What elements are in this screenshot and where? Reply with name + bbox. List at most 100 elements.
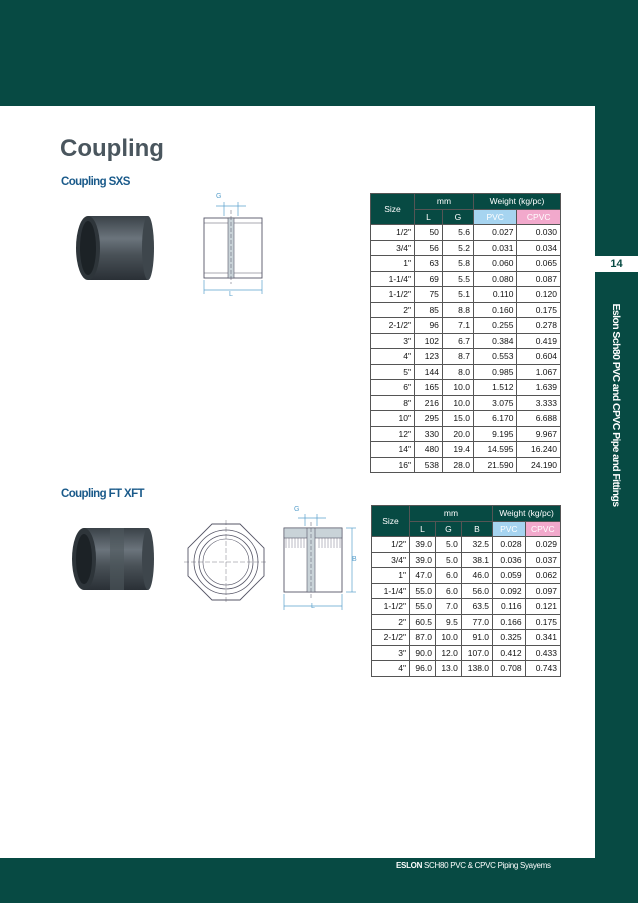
table-cell: 107.0 [460, 644, 494, 661]
table-cell: 1-1/2" [371, 598, 410, 615]
table-cell: 0.116 [492, 598, 526, 615]
table-cell: 0.278 [516, 317, 561, 334]
table-cell: 21.590 [472, 456, 518, 473]
header-band [0, 0, 638, 106]
coupling-sxs-table: Size mm Weight (kg/pc) L G PVC CPVC 1/2"… [370, 193, 562, 473]
footer-caption: SCH80 PVC & CPVC Piping Syayems [422, 861, 551, 870]
header-g: G [441, 208, 474, 225]
table-cell: 1-1/4" [371, 582, 410, 599]
section-subtitle-sxs: Coupling SXS [61, 176, 130, 188]
table-cell: 0.175 [524, 613, 562, 630]
table-cell: 0.553 [472, 348, 518, 365]
table-cell: 4" [371, 660, 410, 677]
header-b: B [460, 520, 494, 537]
header-weight: Weight (kg/pc) [492, 505, 561, 522]
table-cell: 538 [414, 456, 443, 473]
table-cell: 8.7 [441, 348, 474, 365]
table-cell: 0.433 [524, 644, 562, 661]
table-cell: 56.0 [460, 582, 494, 599]
table-cell: 2-1/2" [370, 317, 415, 334]
table-cell: 6.0 [434, 567, 462, 584]
table-cell: 2" [370, 301, 415, 318]
table-cell: 0.160 [472, 301, 518, 318]
table-cell: 480 [414, 441, 443, 458]
coupling-ftxft-drawing-icon [283, 514, 356, 610]
table-cell: 69 [414, 270, 443, 287]
table-cell: 7.1 [441, 317, 474, 334]
header-mm: mm [408, 505, 494, 522]
table-cell: 47.0 [409, 567, 436, 584]
table-cell: 63 [414, 255, 443, 272]
table-cell: 0.255 [472, 317, 518, 334]
table-cell: 5.6 [441, 224, 474, 241]
table-cell: 216 [414, 394, 443, 411]
table-cell: 14" [370, 441, 415, 458]
table-cell: 1" [371, 567, 410, 584]
footer-band [0, 858, 638, 903]
table-cell: 0.110 [472, 286, 518, 303]
table-cell: 12.0 [434, 644, 462, 661]
table-cell: 3" [370, 332, 415, 349]
table-cell: 14.595 [472, 441, 518, 458]
table-cell: 10.0 [441, 394, 474, 411]
table-cell: 123 [414, 348, 443, 365]
dim-label-l-ftxft: L [311, 603, 315, 610]
table-cell: 0.092 [492, 582, 526, 599]
table-cell: 0.175 [516, 301, 561, 318]
table-cell: 6" [370, 379, 415, 396]
table-cell: 50 [414, 224, 443, 241]
table-cell: 2-1/2" [371, 629, 410, 646]
table-cell: 0.384 [472, 332, 518, 349]
table-cell: 0.037 [524, 551, 562, 568]
table-cell: 28.0 [441, 456, 474, 473]
table-cell: 3.333 [516, 394, 561, 411]
table-cell: 96 [414, 317, 443, 334]
page-number: 14 [595, 256, 638, 272]
footer-brand: ESLON [396, 861, 423, 870]
table-cell: 0.031 [472, 239, 518, 256]
table-cell: 1-1/4" [370, 270, 415, 287]
header-pvc: PVC [492, 520, 526, 537]
table-cell: 330 [414, 425, 443, 442]
table-cell: 90.0 [409, 644, 436, 661]
coupling-sxs-photo-icon [76, 216, 154, 280]
table-cell: 10.0 [434, 629, 462, 646]
coupling-ftxft-table: Size mm Weight (kg/pc) L G B PVC CPVC 1/… [371, 505, 562, 677]
footer-text: ESLON SCH80 PVC & CPVC Piping Syayems [396, 861, 551, 870]
table-cell: 9.5 [434, 613, 462, 630]
table-cell: 16.240 [516, 441, 561, 458]
table-cell: 0.325 [492, 629, 526, 646]
table-cell: 38.1 [460, 551, 494, 568]
table-cell: 3/4" [370, 239, 415, 256]
table-cell: 1/2" [371, 536, 410, 553]
table-cell: 3/4" [371, 551, 410, 568]
table-cell: 8.0 [441, 363, 474, 380]
table-cell: 85 [414, 301, 443, 318]
coupling-sxs-drawing-icon [203, 202, 263, 294]
table-cell: 0.166 [492, 613, 526, 630]
table-cell: 5.2 [441, 239, 474, 256]
header-g: G [434, 520, 462, 537]
table-cell: 75 [414, 286, 443, 303]
table-cell: 5.1 [441, 286, 474, 303]
table-cell: 7.0 [434, 598, 462, 615]
page-title: Coupling [60, 135, 164, 162]
table-cell: 10.0 [441, 379, 474, 396]
table-cell: 3.075 [472, 394, 518, 411]
section-subtitle-ftxft: Coupling FT XFT [61, 488, 145, 500]
coupling-ftxft-end-view-icon [184, 520, 268, 604]
